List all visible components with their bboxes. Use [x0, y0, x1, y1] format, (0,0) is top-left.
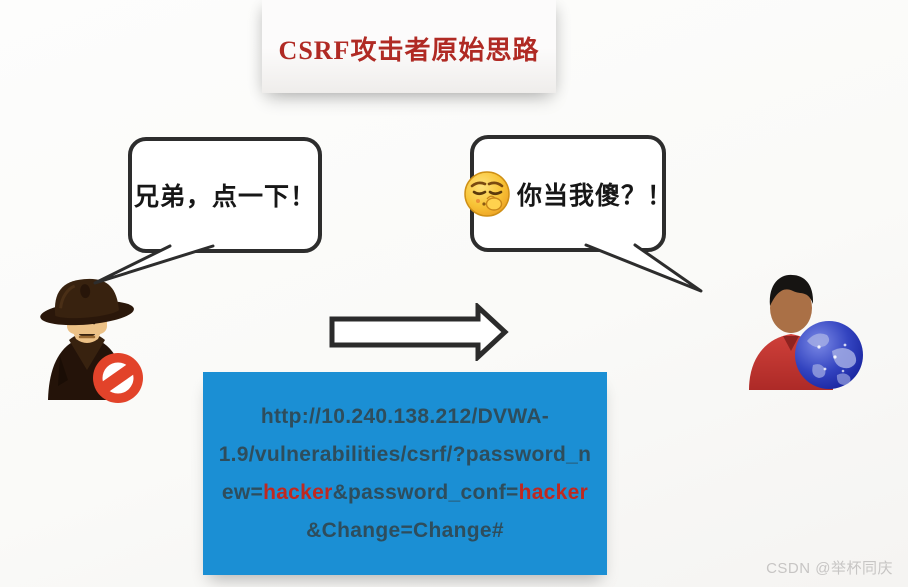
attacker-bubble-text: 兄弟，点一下！ — [133, 183, 316, 211]
smug-face-emoji — [464, 170, 510, 217]
csdn-watermark: CSDN @举杯同庆 — [766, 560, 893, 577]
url-segment: http://10.240.138.212/DVWA- — [260, 404, 550, 428]
victim-speech-bubble: 你当我傻？！ — [464, 135, 672, 252]
malicious-url-text: http://10.240.138.212/DVWA- 1.9/vulnerabi… — [219, 398, 592, 550]
url-line: &Change=Change# — [219, 512, 592, 550]
url-highlight-segment: hacker — [518, 480, 589, 504]
page-title: CSRF攻击者原始思路 — [278, 36, 540, 65]
url-line: 1.9/vulnerabilities/csrf/?password_n — [219, 436, 592, 474]
hacker-spy-icon — [40, 278, 143, 403]
spy-hat — [40, 278, 134, 326]
url-highlight-segment: hacker — [263, 480, 333, 504]
url-line: http://10.240.138.212/DVWA- — [219, 398, 592, 436]
user-with-globe-icon — [749, 274, 863, 390]
url-segment: &password_conf= — [332, 480, 519, 504]
no-sign-icon — [93, 353, 143, 403]
url-segment: ew= — [221, 480, 264, 504]
url-segment: &Change=Change# — [306, 518, 504, 542]
malicious-url-box: http://10.240.138.212/DVWA- 1.9/vulnerabi… — [203, 372, 607, 575]
url-line: ew=hacker&password_conf=hacker — [219, 474, 592, 512]
title-card: CSRF攻击者原始思路 — [262, 0, 556, 93]
url-segment: 1.9/vulnerabilities/csrf/?password_n — [218, 442, 592, 466]
right-arrow-icon — [329, 303, 509, 361]
victim-bubble-text: 你当我傻？！ — [517, 181, 674, 210]
globe-icon — [795, 321, 863, 389]
attacker-speech-bubble: 兄弟，点一下！ — [128, 137, 322, 253]
